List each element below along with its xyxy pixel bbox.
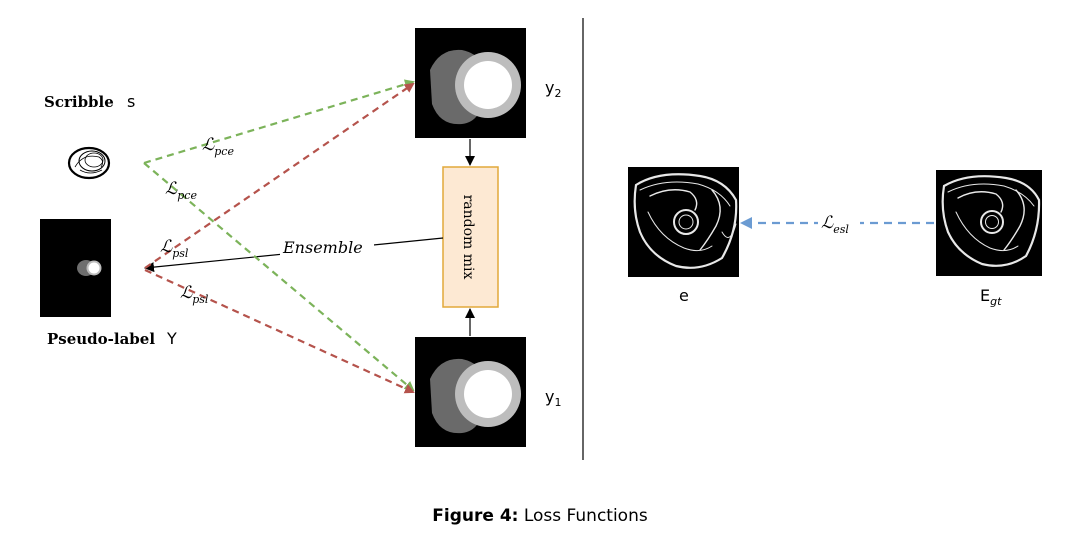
egt-label: Egt	[980, 286, 1002, 308]
loss-pce-label-top: ℒpce	[202, 135, 234, 158]
pce-arrow-to-y2	[143, 79, 415, 165]
prediction-y1-image	[415, 337, 526, 447]
loss-pce-label-bottom: ℒpce	[165, 179, 197, 202]
loss-psl-label-bottom: ℒpsl	[180, 283, 209, 306]
figure-caption-label: Figure 4:	[432, 506, 519, 526]
scribble-symbol: s	[127, 92, 135, 111]
random-mix-box	[442, 166, 499, 308]
psl-arrow-to-y1	[144, 268, 415, 394]
y1-label: y1	[545, 387, 561, 409]
loss-psl-label-top: ℒpsl	[160, 237, 189, 260]
y2-label: y2	[545, 78, 561, 100]
psl-arrow-to-y2	[144, 82, 415, 269]
pce-arrow-to-y1	[143, 162, 415, 392]
edge-ground-truth-image	[936, 170, 1042, 276]
scribble-icon	[67, 146, 111, 180]
figure-caption: Figure 4: Loss Functions	[0, 506, 1080, 526]
pseudo-label-title: Pseudo-label	[47, 330, 155, 348]
edge-prediction-image	[628, 167, 739, 277]
ensemble-label: Ensemble	[282, 238, 363, 257]
scribble-title: Scribble	[44, 93, 114, 111]
prediction-y2-image	[415, 28, 526, 138]
e-label: e	[679, 286, 689, 305]
figure-caption-title: Loss Functions	[523, 506, 648, 526]
loss-esl-label: ℒesl	[821, 213, 849, 236]
pseudo-label-image	[40, 219, 111, 317]
pseudo-label-symbol: Y	[166, 329, 177, 348]
random-mix-label: random mix	[460, 195, 476, 280]
